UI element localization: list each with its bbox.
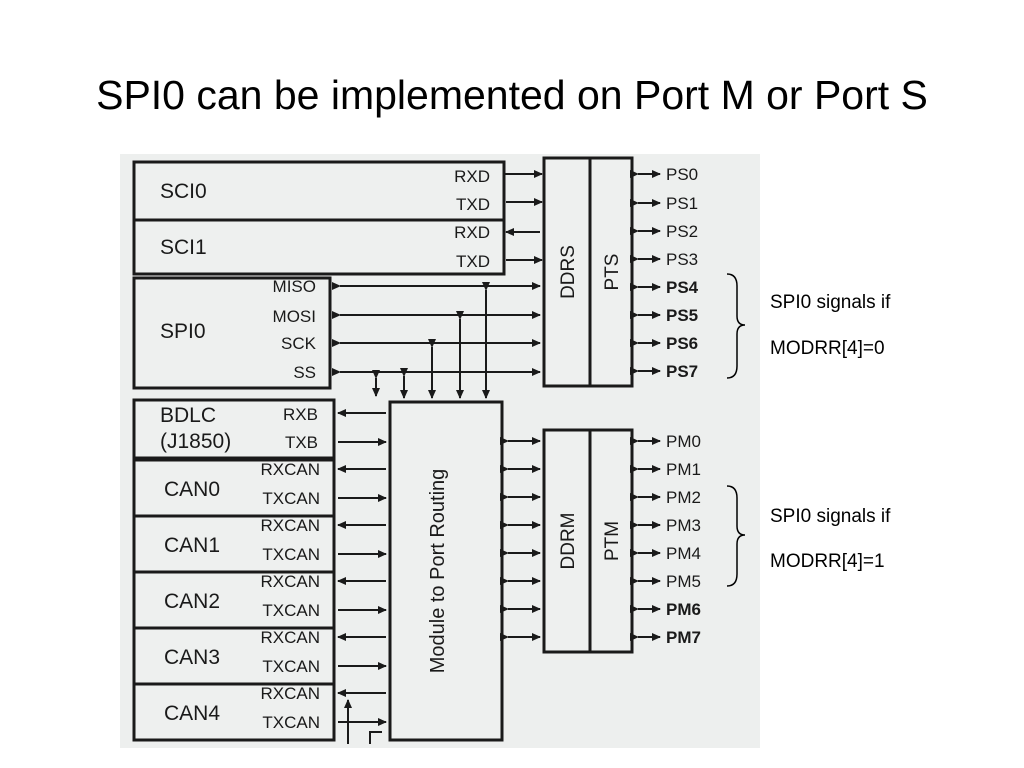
- can3-txcan-label: TXCAN: [262, 657, 320, 676]
- ps2-label: PS2: [666, 222, 698, 241]
- sci1-label: SCI1: [160, 236, 207, 259]
- can1-block: [132, 514, 336, 574]
- spi0-miso-label: MISO: [273, 277, 316, 296]
- port-m-routing-lines: [500, 437, 541, 641]
- can2-label: CAN2: [164, 590, 220, 613]
- can0-txcan-label: TXCAN: [262, 489, 320, 508]
- ps7-label: PS7: [666, 362, 698, 381]
- diagram-svg: SCI0 SCI1 SPI0 BDLC (J1850) CAN0 CAN1 CA…: [132, 156, 701, 744]
- pm5-label: PM5: [666, 572, 701, 591]
- can2-rxcan-label: RXCAN: [260, 572, 320, 591]
- can2-txcan-label: TXCAN: [262, 601, 320, 620]
- port-m-annotation-line2: MODRR[4]=1: [770, 551, 885, 572]
- ps3-label: PS3: [666, 250, 698, 269]
- can3-label: CAN3: [164, 646, 220, 669]
- ps0-label: PS0: [666, 165, 698, 184]
- sci1-rxd-label: RXD: [454, 223, 490, 242]
- ps4-label: PS4: [666, 278, 699, 297]
- can3-block: [132, 626, 336, 686]
- block-diagram: SCI0 SCI1 SPI0 BDLC (J1850) CAN0 CAN1 CA…: [120, 154, 760, 748]
- sci0-txd-label: TXD: [456, 195, 490, 214]
- can4-block: [132, 682, 336, 742]
- sci1-txd-label: TXD: [456, 252, 490, 271]
- port-s-pins: PS0 PS1 PS2 PS3 PS4 PS5 PS6 PS7: [630, 165, 699, 381]
- can1-rxcan-label: RXCAN: [260, 516, 320, 535]
- bdlc-rxb-label: RXB: [283, 405, 318, 424]
- pm6-label: PM6: [666, 600, 701, 619]
- can1-txcan-label: TXCAN: [262, 545, 320, 564]
- pts-block: [588, 156, 634, 388]
- can4-txcan-label: TXCAN: [262, 713, 320, 732]
- spi0-ss-label: SS: [293, 363, 316, 382]
- ps6-label: PS6: [666, 334, 698, 353]
- spi0-mosi-label: MOSI: [273, 307, 316, 326]
- ps5-label: PS5: [666, 306, 698, 325]
- ps1-label: PS1: [666, 194, 698, 213]
- pts-label: PTS: [602, 254, 623, 291]
- bdlc-txb-label: TXB: [285, 433, 318, 452]
- bdlc-sub-label: (J1850): [160, 430, 231, 453]
- ddrm-label: DDRM: [558, 513, 579, 570]
- routing-block: [388, 400, 504, 742]
- slide-title: SPI0 can be implemented on Port M or Por…: [96, 72, 928, 118]
- port-m-brace: [726, 485, 746, 587]
- pm2-label: PM2: [666, 488, 701, 507]
- spi0-label: SPI0: [160, 320, 206, 343]
- port-s-annotation-line1: SPI0 signals if: [770, 292, 891, 313]
- port-m-annotation-line1: SPI0 signals if: [770, 506, 891, 527]
- can4-label: CAN4: [164, 702, 220, 725]
- pm7-label: PM7: [666, 628, 701, 647]
- sci1-block: [132, 218, 506, 276]
- port-s-brace: [726, 273, 746, 379]
- bdlc-block: [132, 398, 336, 460]
- sci0-rxd-label: RXD: [454, 167, 490, 186]
- can0-rxcan-label: RXCAN: [260, 460, 320, 479]
- ddrm-block: [542, 428, 592, 654]
- pm0-label: PM0: [666, 432, 701, 451]
- ddrs-label: DDRS: [558, 245, 579, 299]
- can-bus-lines: [337, 409, 387, 744]
- can0-label: CAN0: [164, 478, 220, 501]
- ptm-block: [588, 428, 634, 654]
- bdlc-label: BDLC: [160, 404, 216, 427]
- port-m-pins: PM0 PM1 PM2 PM3 PM4 PM5 PM6 PM7: [630, 432, 701, 647]
- can3-rxcan-label: RXCAN: [260, 628, 320, 647]
- can4-rxcan-label: RXCAN: [260, 684, 320, 703]
- can4-feed-line-2: [369, 731, 382, 744]
- can1-label: CAN1: [164, 534, 220, 557]
- pm3-label: PM3: [666, 516, 701, 535]
- ptm-label: PTM: [602, 521, 623, 561]
- sci0-block: [132, 160, 506, 222]
- port-s-annotation-line2: MODRR[4]=0: [770, 338, 885, 359]
- routing-block-label: Module to Port Routing: [427, 469, 449, 674]
- pm1-label: PM1: [666, 460, 701, 479]
- spi0-sck-label: SCK: [281, 334, 317, 353]
- spi0-block: [132, 276, 332, 390]
- pm4-label: PM4: [666, 544, 701, 563]
- sci0-label: SCI0: [160, 180, 207, 203]
